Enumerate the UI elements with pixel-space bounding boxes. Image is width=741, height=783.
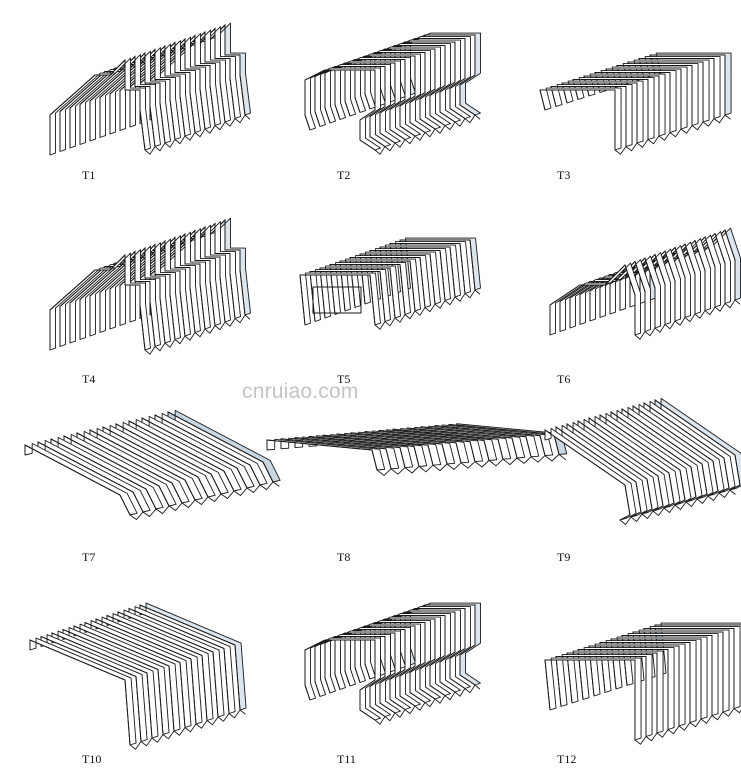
watermark-text: cnruiao.com — [242, 380, 359, 403]
bellows-drawing-t8 — [266, 423, 568, 476]
bellows-item-t4 — [25, 215, 251, 375]
item-label-t12: T12 — [557, 752, 577, 766]
bellows-drawing-t9 — [544, 397, 741, 526]
bellows-drawing-t12 — [544, 622, 741, 745]
bellows-item-t7 — [20, 395, 281, 525]
item-label-t10: T10 — [82, 752, 102, 766]
bellows-drawing-t3 — [539, 52, 732, 155]
item-label-t4: T4 — [82, 372, 96, 386]
item-label-t1: T1 — [82, 168, 96, 182]
item-label-t8: T8 — [337, 550, 351, 564]
bellows-item-t10 — [25, 590, 247, 760]
bellows-drawing-t1 — [49, 22, 251, 156]
bellows-drawing-t4 — [49, 217, 251, 355]
bellows-item-t11 — [285, 590, 485, 740]
item-label-t9: T9 — [557, 550, 571, 564]
bellows-item-t9 — [540, 397, 741, 545]
bellows-drawing-t5 — [299, 237, 481, 330]
bellows-item-t12 — [530, 590, 741, 760]
item-label-t5: T5 — [337, 372, 351, 386]
bellows-drawing-t2 — [304, 32, 481, 155]
bellows-item-t5 — [285, 215, 481, 365]
bellows-drawing-t7 — [24, 409, 281, 521]
item-label-t11: T11 — [337, 752, 356, 766]
bellows-item-t1 — [25, 20, 251, 180]
item-label-t6: T6 — [557, 372, 571, 386]
bellows-drawing-t11 — [304, 602, 481, 725]
item-label-t3: T3 — [557, 168, 571, 182]
bellows-item-t2 — [285, 20, 485, 170]
bellows-item-t8 — [262, 420, 568, 500]
item-label-t7: T7 — [82, 550, 96, 564]
bellows-drawing-t6 — [549, 227, 741, 340]
bellows-item-t6 — [525, 215, 741, 355]
item-label-t2: T2 — [337, 168, 351, 182]
bellows-drawing-t10 — [29, 602, 247, 750]
bellows-item-t3 — [525, 20, 732, 170]
